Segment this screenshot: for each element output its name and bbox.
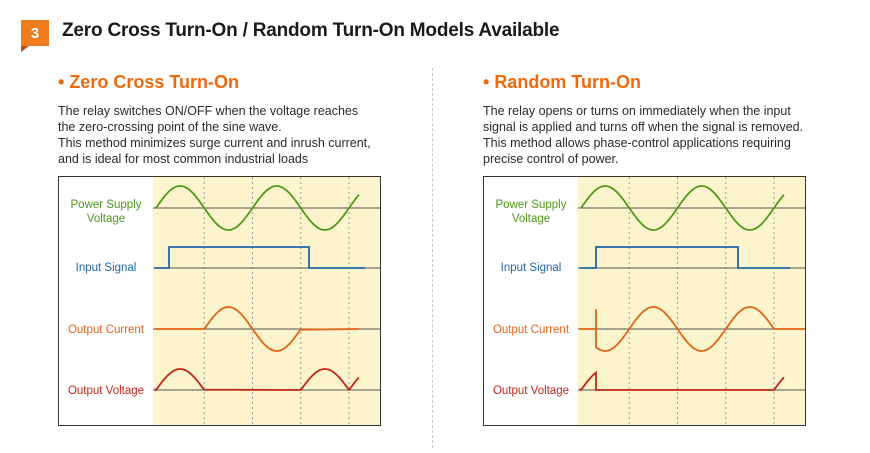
power-supply-voltage-label: Power Supply Voltage: [484, 198, 578, 226]
output-voltage-wave: [579, 370, 785, 392]
zero-cross-waveforms: [153, 177, 380, 425]
zero-cross-panel: • Zero Cross Turn-On The relay switches …: [58, 72, 438, 426]
label-line: Power Supply: [495, 199, 567, 211]
input-signal-label: Input Signal: [75, 262, 137, 274]
input-signal-label: Input Signal: [500, 262, 562, 274]
description-line: The relay switches ON/OFF when the volta…: [58, 104, 359, 118]
description-line: the zero-crossing point of the sine wave…: [58, 120, 282, 134]
description-line: This method allows phase-control applica…: [483, 136, 791, 150]
description-line: and is ideal for most common industrial …: [58, 152, 309, 166]
random-turn-on-waveforms: [578, 177, 805, 425]
section-number-badge: 3: [21, 20, 49, 46]
output-voltage-label: Output Voltage: [67, 385, 145, 397]
description-line: This method minimizes surge current and …: [58, 136, 371, 150]
label-line: Voltage: [86, 213, 126, 225]
output-current-label: Output Current: [492, 324, 570, 336]
supply-voltage-wave: [155, 185, 360, 231]
power-supply-voltage-label: Power Supply Voltage: [59, 198, 153, 226]
input-signal-pulse: [580, 246, 790, 269]
description-line: precise control of power.: [483, 152, 619, 166]
zero-cross-title: Zero Cross Turn-On: [69, 72, 239, 92]
random-turn-on-title: Random Turn-On: [494, 72, 641, 92]
zero-cross-heading: • Zero Cross Turn-On: [58, 72, 239, 92]
zero-cross-description: The relay switches ON/OFF when the volta…: [58, 103, 438, 167]
input-signal-pulse: [155, 246, 365, 269]
random-turn-on-timing-diagram: Power Supply Voltage Input Signal Output…: [483, 176, 806, 426]
label-line: Power Supply: [70, 199, 142, 211]
random-turn-on-panel: • Random Turn-On The relay opens or turn…: [483, 72, 863, 426]
column-divider: [432, 68, 433, 448]
output-voltage-label: Output Voltage: [492, 385, 570, 397]
random-turn-on-description: The relay opens or turns on immediately …: [483, 103, 863, 167]
label-line: Voltage: [511, 213, 551, 225]
supply-voltage-wave: [580, 185, 785, 231]
page-title: Zero Cross Turn-On / Random Turn-On Mode…: [62, 20, 560, 41]
output-current-wave: [155, 306, 360, 352]
random-turn-on-heading: • Random Turn-On: [483, 72, 641, 92]
output-voltage-wave: [154, 368, 360, 392]
zero-cross-timing-diagram: Power Supply Voltage Input Signal Output…: [58, 176, 381, 426]
description-line: The relay opens or turns on immediately …: [483, 104, 791, 118]
output-current-wave: [580, 306, 805, 352]
badge-fold-decoration: [21, 46, 29, 52]
description-line: signal is applied and turns off when the…: [483, 120, 804, 134]
output-current-label: Output Current: [67, 324, 145, 336]
